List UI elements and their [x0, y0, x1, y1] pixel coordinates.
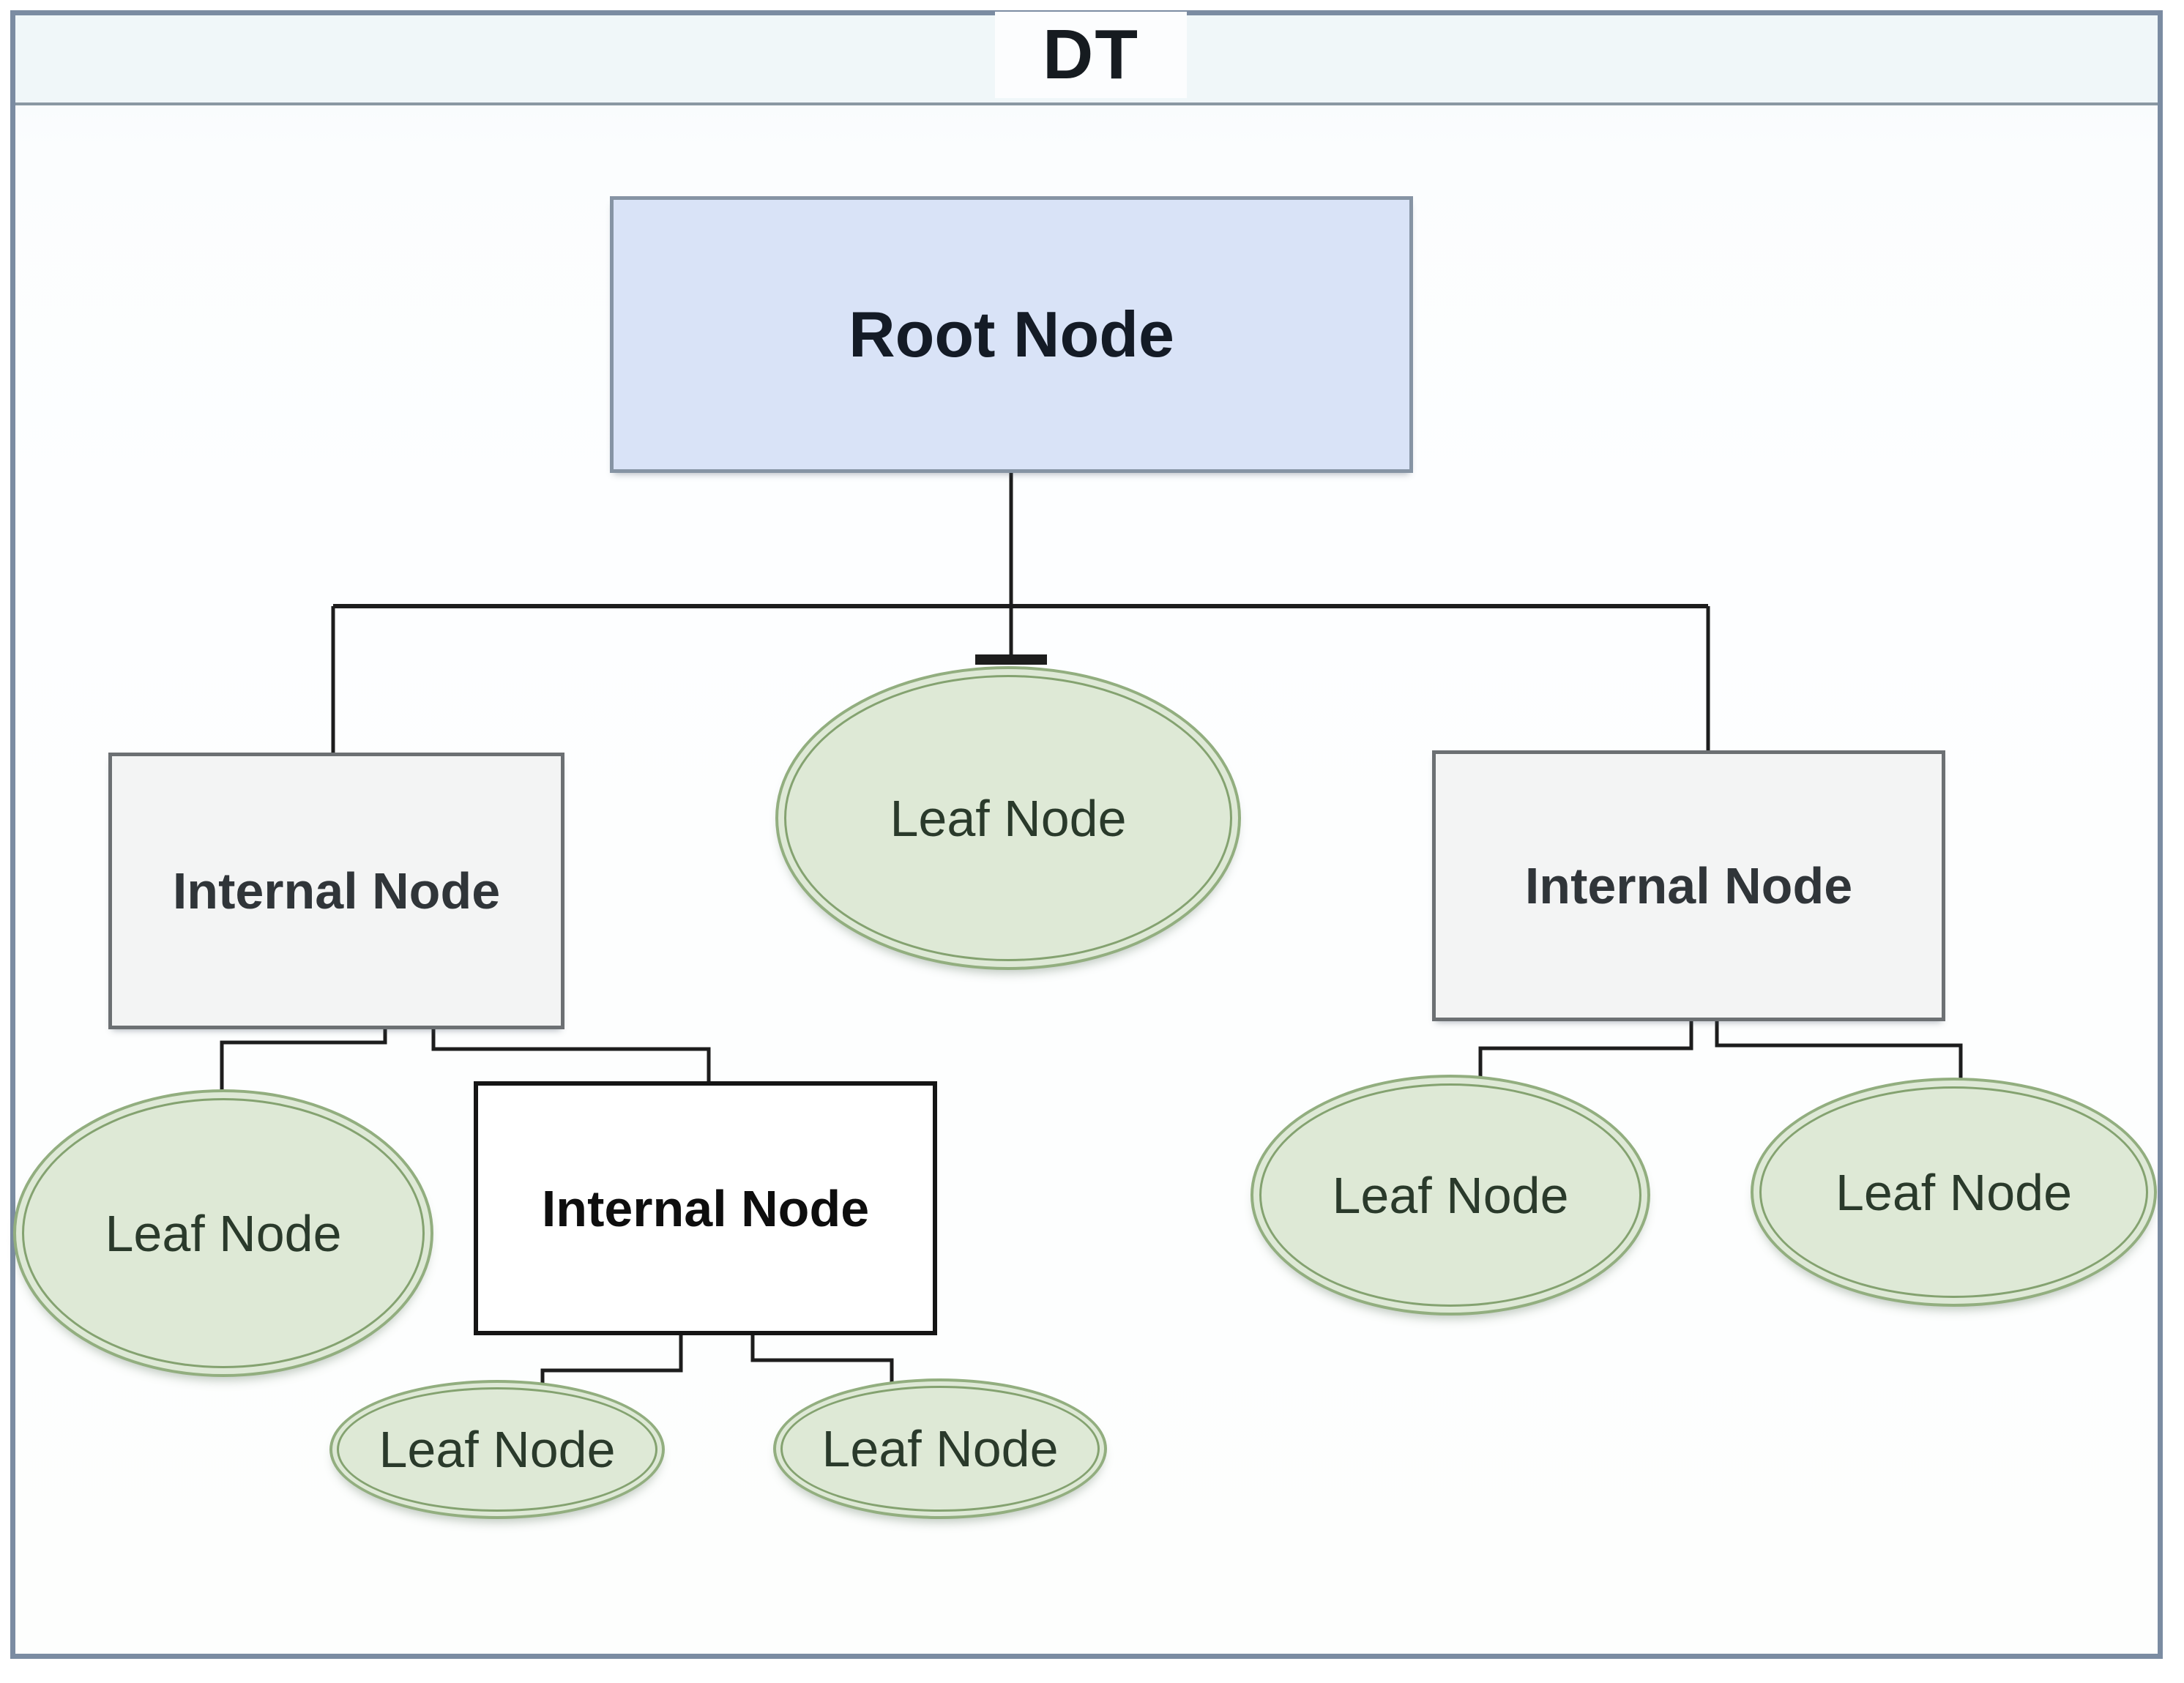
node-leaf-center: Leaf Node — [775, 666, 1241, 970]
node-leaf-center-label: Leaf Node — [890, 789, 1127, 847]
node-internal-left: Internal Node — [108, 753, 564, 1029]
node-leaf-right-1: Leaf Node — [1251, 1075, 1650, 1316]
node-internal-left-label: Internal Node — [172, 862, 501, 919]
node-leaf-right-2: Leaf Node — [1751, 1078, 2157, 1307]
node-leaf-mid-left: Leaf Node — [329, 1380, 665, 1519]
node-root: Root Node — [610, 196, 1413, 473]
node-internal-mid: Internal Node — [474, 1081, 937, 1335]
node-leaf-right-1-label: Leaf Node — [1332, 1166, 1569, 1224]
node-root-label: Root Node — [849, 298, 1174, 370]
node-internal-right: Internal Node — [1432, 750, 1945, 1021]
node-leaf-right-2-label: Leaf Node — [1835, 1163, 2073, 1221]
node-leaf-left: Leaf Node — [13, 1089, 433, 1377]
node-leaf-mid-right: Leaf Node — [773, 1378, 1107, 1519]
node-internal-mid-label: Internal Node — [541, 1179, 870, 1237]
node-internal-right-label: Internal Node — [1524, 857, 1853, 914]
node-leaf-mid-left-label: Leaf Node — [379, 1421, 616, 1478]
node-leaf-left-label: Leaf Node — [105, 1204, 342, 1262]
title-underline — [15, 102, 2158, 105]
diagram-title: DT — [995, 12, 1187, 98]
node-leaf-mid-right-label: Leaf Node — [821, 1420, 1059, 1477]
